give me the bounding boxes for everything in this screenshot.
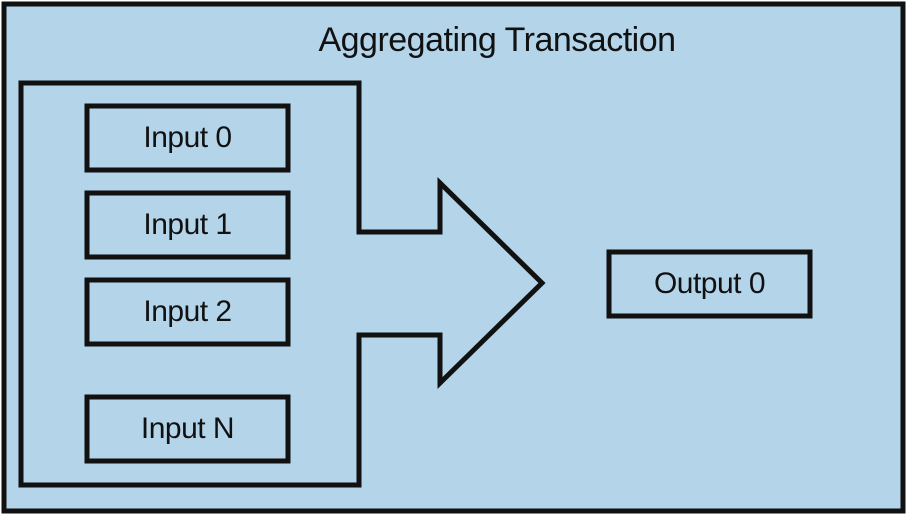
output-box-0 bbox=[606, 249, 813, 319]
input-box-1 bbox=[84, 190, 291, 260]
input-box-n bbox=[84, 394, 291, 464]
input-box-0 bbox=[84, 103, 291, 173]
input-box-2 bbox=[84, 277, 291, 347]
